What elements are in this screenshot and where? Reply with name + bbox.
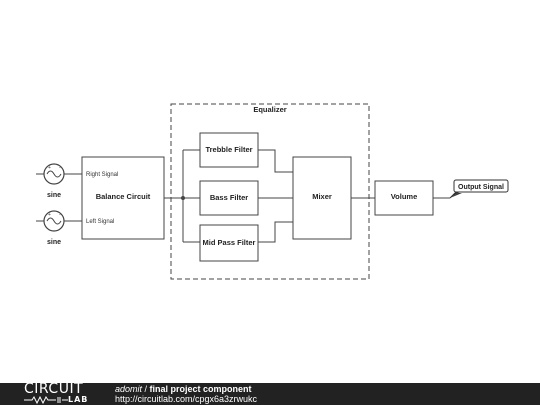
balance-circuit-label: Balance Circuit bbox=[96, 192, 151, 201]
volume-block[interactable] bbox=[374, 180, 434, 216]
equalizer-group-box bbox=[170, 103, 370, 280]
balance-circuit-block[interactable] bbox=[81, 156, 165, 240]
project-title: final project component bbox=[149, 384, 252, 394]
bass-filter-block[interactable] bbox=[199, 180, 259, 216]
right-signal-label: Right Signal bbox=[86, 172, 118, 178]
output-signal-label: Output Signal bbox=[458, 184, 504, 191]
svg-text:-: - bbox=[59, 212, 61, 218]
left-signal-label: Left Signal bbox=[86, 219, 114, 225]
equalizer-label: Equalizer bbox=[253, 105, 286, 114]
svg-text:-: - bbox=[59, 165, 61, 171]
bass-filter-label: Bass Filter bbox=[210, 193, 248, 202]
svg-text:+: + bbox=[48, 165, 51, 171]
treble-filter-block[interactable] bbox=[199, 132, 259, 168]
sine-source-right[interactable]: + - bbox=[43, 163, 65, 185]
mixer-label: Mixer bbox=[312, 192, 332, 201]
mid-pass-filter-block[interactable] bbox=[199, 224, 259, 262]
circuit-diagram: + - + - sine sine Balance Circuit Right … bbox=[36, 103, 509, 280]
output-signal-flag[interactable] bbox=[449, 179, 509, 199]
logo-text-circuit: CIRCUIT bbox=[24, 381, 84, 397]
svg-text:+: + bbox=[48, 212, 51, 218]
footer-bar: CIRCUIT LAB adomit / final project compo… bbox=[0, 381, 540, 405]
junction-dot bbox=[181, 196, 185, 200]
mid-pass-filter-label: Mid Pass Filter bbox=[203, 238, 256, 247]
project-url[interactable]: http://circuitlab.com/cpgx6a3zrwukc bbox=[115, 394, 258, 404]
footer-title-line: adomit / final project component bbox=[115, 384, 252, 394]
sine-source-left[interactable]: + - bbox=[43, 210, 65, 232]
volume-label: Volume bbox=[391, 192, 418, 201]
logo-text-lab: LAB bbox=[68, 395, 89, 404]
title-separator: / bbox=[142, 384, 150, 394]
resistor-squiggle-icon bbox=[24, 396, 68, 404]
treble-filter-label: Trebble Filter bbox=[205, 145, 252, 154]
mixer-block[interactable] bbox=[292, 156, 352, 240]
sine-label-left: sine bbox=[47, 239, 61, 246]
sine-label-right: sine bbox=[47, 192, 61, 199]
author-link[interactable]: adomit bbox=[115, 384, 143, 394]
circuitlab-logo[interactable]: CIRCUIT LAB bbox=[24, 381, 94, 404]
